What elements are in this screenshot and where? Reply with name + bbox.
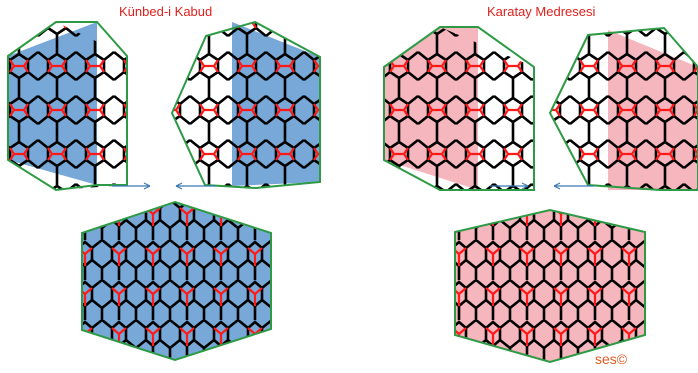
right-piece-top-left (383, 26, 535, 191)
arrow-left-left-group (175, 182, 216, 190)
title-left: Künbed-i Kabud (119, 4, 213, 19)
arrow-right-right-group (490, 182, 529, 190)
left-piece-combined (81, 200, 272, 362)
right-piece-combined (454, 208, 646, 364)
title-right: Karatay Medresesi (487, 4, 596, 19)
arrow-left-right-group (553, 182, 594, 190)
right-piece-top-right (548, 26, 698, 191)
arrow-right-left-group (112, 182, 151, 190)
left-piece-top-left (7, 21, 128, 192)
left-piece-top-right (170, 20, 321, 190)
author-credit: ses© (595, 351, 628, 367)
